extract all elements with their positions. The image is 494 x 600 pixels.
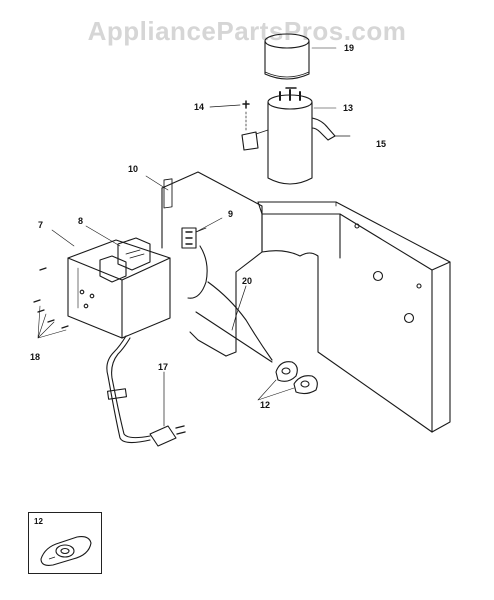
watermark: AppliancePartsPros.com <box>87 16 407 46</box>
callout-18: 18 <box>30 352 41 362</box>
callout-8: 8 <box>78 216 84 226</box>
callout-9: 9 <box>228 209 234 219</box>
callout-7: 7 <box>38 220 44 230</box>
part-7-control-box <box>67 239 171 339</box>
part-17-power-cord <box>106 335 186 447</box>
callout-10: 10 <box>128 164 139 174</box>
part-18-screws <box>33 267 69 339</box>
part-15-strap <box>311 117 351 141</box>
part-19-capacitor-cap <box>264 33 310 80</box>
part-13-capacitor <box>267 87 313 185</box>
part-14-screw <box>209 100 269 151</box>
inset-detail-12: 12 <box>28 512 102 574</box>
callout-15: 15 <box>376 139 387 149</box>
part-20-wire <box>231 285 247 331</box>
wiring <box>187 245 273 363</box>
part-10-side-panel <box>161 171 263 357</box>
callout-14: 14 <box>194 102 205 112</box>
part-12-grommet <box>275 361 318 395</box>
part-8-terminal-block <box>99 237 151 283</box>
part-9-switch <box>181 227 207 249</box>
callout-20: 20 <box>242 276 253 286</box>
callout-12: 12 <box>260 400 271 410</box>
callout-19: 19 <box>344 43 355 53</box>
grommet-detail-icon <box>40 536 92 566</box>
leader-lines <box>51 47 337 401</box>
callout-17: 17 <box>158 362 169 372</box>
inset-label: 12 <box>34 517 43 526</box>
callout-13: 13 <box>343 103 354 113</box>
back-panel <box>257 201 451 433</box>
